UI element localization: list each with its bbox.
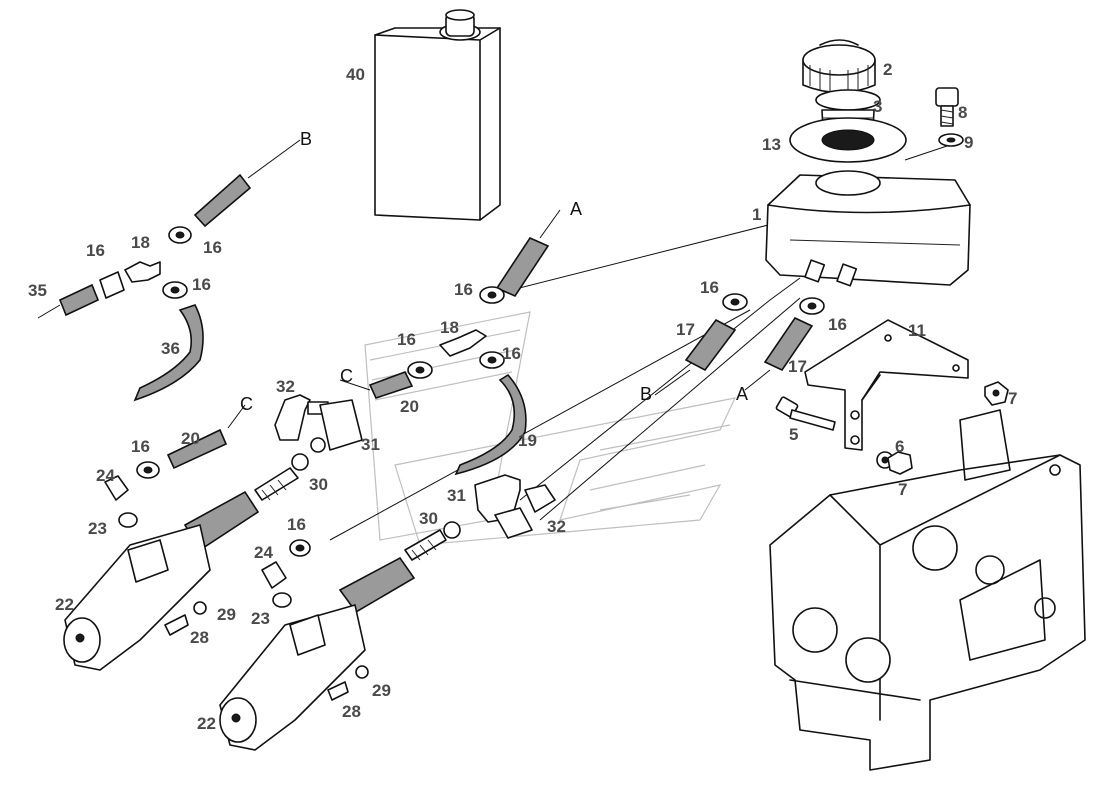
callout-8: 8 [958,103,967,122]
callout-22-lo: 22 [197,714,216,733]
callout-32-r: 32 [547,517,566,536]
callout-22-l: 22 [55,595,74,614]
callout-2: 2 [883,60,892,79]
bolt-5 [775,396,836,431]
bracket-11 [804,319,969,451]
callout-36: 36 [161,339,180,358]
fluid-can-40 [374,9,501,221]
callout-20-l: 20 [181,429,200,448]
callout-16-b: 16 [203,238,222,257]
callout-29-l: 29 [217,605,236,624]
callout-28-lo: 28 [342,702,361,721]
callout-16-c: 16 [192,275,211,294]
tee-hose-set-left [37,139,301,402]
callout-30-l: 30 [309,475,328,494]
hoses-17-right [654,293,825,396]
connector-a-top: A [570,199,582,219]
connector-b-top: B [300,129,312,149]
washer-6-nut-7 [876,381,1009,475]
callout-18-a: 18 [131,233,150,252]
callout-11: 11 [908,321,926,340]
callout-13: 13 [762,135,781,154]
connector-letters: B A C C B A [240,129,748,414]
master-cylinder-right [219,474,556,751]
callout-31-r: 31 [447,486,466,505]
callout-7b: 7 [898,480,907,499]
callout-19: 19 [518,431,537,450]
callout-32-l: 32 [276,377,295,396]
callout-31-l: 31 [361,435,380,454]
callout-23-l: 23 [88,519,107,538]
callout-16-r1: 16 [700,278,719,297]
callout-labels: 40 2 3 13 1 8 9 11 7 5 6 7 16 17 16 17 3… [28,60,1017,733]
callout-18-m: 18 [440,318,459,337]
callout-16-a: 16 [86,241,105,260]
reservoir-assembly [765,39,971,287]
callout-20-m: 20 [400,397,419,416]
callout-9: 9 [964,133,973,152]
connector-c-mid: C [340,366,353,386]
callout-40: 40 [346,65,365,84]
callout-7a: 7 [1008,389,1017,408]
callout-30-r: 30 [419,509,438,528]
callout-1: 1 [752,205,761,224]
callout-24-l: 24 [96,466,115,485]
callout-5: 5 [789,425,798,444]
master-cylinder-left [63,394,363,671]
callout-16-l: 16 [131,437,150,456]
callout-23-lo: 23 [251,609,270,628]
callout-17-r2: 17 [788,357,807,376]
connector-b-low: B [640,384,652,404]
callout-16-m1: 16 [454,280,473,299]
callout-16-m3: 16 [502,344,521,363]
callout-24-lo: 24 [254,543,273,562]
connector-c-left: C [240,394,253,414]
callout-16-r2: 16 [828,315,847,334]
callout-3: 3 [873,97,882,116]
bolt-8-washer-9 [935,87,964,147]
callout-6: 6 [895,437,904,456]
callout-17-r1: 17 [676,320,695,339]
callout-35: 35 [28,281,47,300]
callout-16-m2: 16 [397,330,416,349]
connector-a-low: A [736,384,748,404]
callout-16-lo: 16 [287,515,306,534]
pedal-housing [769,409,1086,771]
callout-28-l: 28 [190,628,209,647]
tee-hose-set-middle [339,209,561,476]
callout-29-lo: 29 [372,681,391,700]
